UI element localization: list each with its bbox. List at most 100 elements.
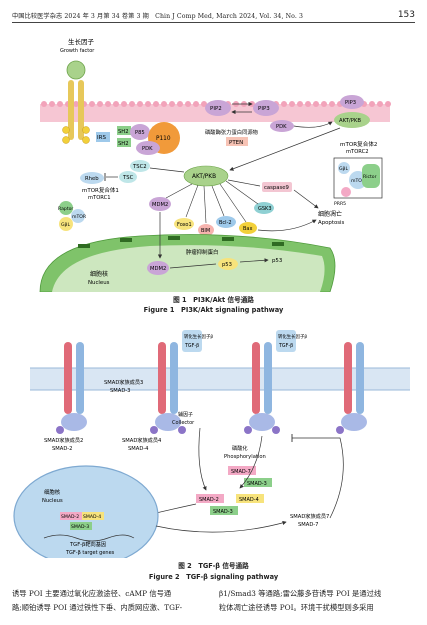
tgfb-ligand-1b-label: TGF-β: [184, 343, 199, 349]
pdk-left: [136, 141, 160, 155]
pip3-right-label: PIP3: [345, 100, 356, 106]
foxo-label: Foxo1: [177, 222, 192, 228]
mdm2-label: MDM2: [152, 202, 168, 208]
bcl2-label: Bcl-2: [219, 220, 232, 226]
akt-to-caspase9-inhibit: [227, 179, 261, 187]
mtorc1-cn-label: mTOR复合体1: [82, 186, 119, 194]
smad4-label-b: SMAD-4: [239, 497, 259, 503]
smad3-box-c: [210, 506, 238, 515]
bim-node: [198, 224, 214, 236]
nucleus-smad2-label: SMAD-2: [61, 514, 79, 520]
pdk-right-label: PDK: [276, 124, 287, 130]
smad3-label-b: SMAD-3: [247, 481, 267, 487]
akt-top-node: [334, 112, 370, 128]
foxo-node: [174, 218, 194, 230]
tgfb-ligand-2: [276, 330, 296, 352]
smad7-label-a: SMAD-7: [231, 469, 251, 475]
p85-subunit: [130, 124, 150, 140]
mtorc1-gbl-label: GβL: [61, 222, 70, 228]
mtorc2-prr5: [341, 187, 351, 197]
mtorc2-mtor-label: mTOR: [351, 178, 366, 184]
pip3-right-node: [340, 95, 364, 109]
smad7-cn-label: SMAD家族成员7: [290, 512, 329, 520]
p53-free-label: p53: [272, 258, 282, 264]
gsk3-node: [254, 202, 274, 214]
phospho-cn-label: 磷酸化: [232, 444, 248, 452]
smad2-label: SMAD-2: [52, 446, 72, 452]
pdk-left-label: PDK: [142, 146, 153, 152]
p53-nucleus-label: p53: [222, 262, 232, 268]
smad7-box-a: [228, 466, 256, 475]
nucleus-smad3-box: [70, 522, 92, 530]
mtorc2-gbl: [338, 162, 350, 174]
akt-to-tsc-inhibit: [149, 167, 185, 173]
tgfb-ligand-1-label: 转化生长因子β: [184, 333, 213, 340]
receptor-pair-3: [244, 342, 280, 434]
smad7-label: SMAD-7: [298, 522, 318, 528]
mtorc1-gbl: [59, 217, 73, 231]
akt-center-label: AKT/PKB: [192, 174, 216, 180]
p53-arrow: [239, 258, 269, 263]
irs-box: [96, 132, 110, 142]
smad3-cn-label: SMAD家族成员3: [104, 378, 143, 386]
growth-factor-ligand: [66, 60, 86, 80]
collector-en-label: Collector: [172, 420, 195, 426]
smad3-label-c: SMAD-3: [213, 509, 233, 515]
growth-factor-cn-label: 生长因子: [68, 37, 95, 46]
mtorc1-mtor: [71, 209, 85, 223]
smad2-cn-label: SMAD家族成员2: [44, 436, 83, 444]
rtk-receptor: [68, 80, 84, 140]
tgfb-ligand-1: [182, 330, 202, 352]
body-right-line2: 粒体凋亡途径诱导 POI。环境干扰模型则多采用: [219, 603, 374, 612]
smad4-box-b: [236, 494, 264, 503]
smad3-label: SMAD-3: [110, 388, 130, 394]
caspase9-label: caspase9: [264, 185, 289, 191]
akt-top-label: AKT/PKB: [339, 118, 361, 124]
body-left-line1: 诱导 POI 主要通过氧化应激途径、cAMP 信号通: [12, 589, 172, 598]
akt-downstream-arrows: [165, 180, 259, 224]
irs-label: IRS: [97, 135, 106, 141]
fig2-cell-membrane: [30, 367, 410, 391]
smad3-box-b: [244, 478, 272, 487]
mtorc2-cn-label: mTOR复合体2: [340, 140, 378, 148]
fig2-nucleus-en-label: Nucleus: [42, 498, 63, 504]
receptor-pair-2: [150, 342, 186, 434]
tsc2-label: TSC2: [132, 164, 147, 170]
mdm2-nucleus-node: [147, 261, 169, 275]
pip2-node: [205, 100, 231, 116]
body-left-line2: 路;顺铂诱导 POI 通过铁性下垂、内质网应激、TGF-: [12, 603, 183, 612]
pten-box: [226, 137, 248, 146]
pip3-label: PIP3: [258, 106, 270, 112]
sh2-label-b: SH2: [118, 141, 129, 147]
mtorc1-raptor-label: Raptor: [58, 206, 73, 212]
journal-header: 中国比较医学杂志 2024 年 3 月第 34 卷第 3 期 Chin J Co…: [12, 8, 415, 23]
bim-label: BIM: [201, 228, 210, 234]
smad4-label: SMAD-4: [128, 446, 149, 452]
mtorc1-en-label: mTORC1: [88, 195, 111, 201]
bcl2-node: [216, 216, 236, 228]
figure2-tgfb-diagram: 转化生长因子β TGF-β 转化生长因子β TGF-β SMAD家族成员3 SM…: [13, 330, 410, 558]
fig2-nucleus-cn-label: 细胞核: [44, 488, 61, 496]
nucleus-en-label: Nucleus: [88, 280, 110, 286]
akt-top-to-center-arrow: [229, 127, 341, 171]
phospho-en-label: Phosphorylation: [224, 454, 266, 460]
mdm2-node: [149, 197, 171, 211]
pdk-to-akt-arrow: [293, 121, 333, 128]
mtorc1-mtor-label: mTOR: [72, 214, 87, 220]
page-number: 153: [397, 10, 415, 20]
pdk-right: [270, 120, 294, 132]
nucleus-cn-label: 细胞核: [90, 270, 108, 278]
bax-to-apoptosis-arrow: [257, 219, 317, 232]
sh2-box-a: [117, 126, 131, 135]
gsk3-label: GSK3: [258, 206, 272, 212]
body-right-line1: β1/Smad3 等通路;雷公藤多苷诱导 POI 是通过线: [219, 589, 382, 598]
tgfb-ligand-2b-label: TGF-β: [278, 343, 293, 349]
smad7-feedback-line: [292, 437, 344, 519]
akt-center-node: [183, 165, 229, 187]
mtorc2-prr5-label: PRR5: [334, 201, 346, 207]
rheb-node: [80, 172, 104, 184]
sh2-box-b: [117, 138, 131, 147]
to-apoptosis-arrow: [293, 189, 319, 209]
apoptosis-cn-label: 细胞凋亡: [318, 210, 342, 218]
smad2-box-b: [196, 494, 224, 503]
